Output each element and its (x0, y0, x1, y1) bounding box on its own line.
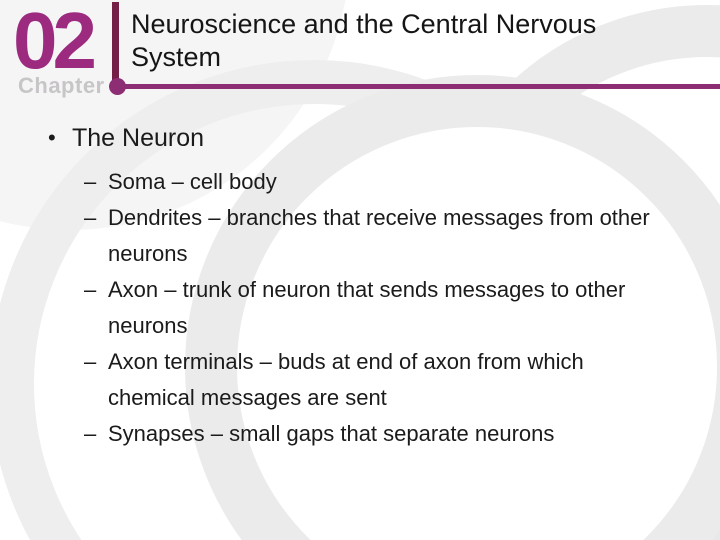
main-bullet-text: The Neuron (72, 124, 205, 152)
dash-icon: – (84, 349, 97, 374)
chapter-number: 02 (13, 0, 97, 85)
list-item: – Axon – trunk of neuron that sends mess… (84, 272, 666, 344)
title-divider-bar (112, 2, 119, 85)
dash-icon: – (84, 421, 97, 446)
bullet-icon: • (48, 125, 56, 150)
list-item: – Axon terminals – buds at end of axon f… (84, 344, 666, 416)
dash-icon: – (84, 277, 97, 302)
sub-bullet-text: Soma – cell body (108, 169, 277, 194)
sub-bullet-text: Synapses – small gaps that separate neur… (108, 421, 555, 446)
list-item: – Synapses – small gaps that separate ne… (84, 416, 666, 452)
dash-icon: – (84, 169, 97, 194)
list-item: – Dendrites – branches that receive mess… (84, 200, 666, 272)
sub-bullet-text: Axon terminals – buds at end of axon fro… (108, 349, 584, 410)
sub-bullet-text: Axon – trunk of neuron that sends messag… (108, 277, 626, 338)
slide-body: • The Neuron – Soma – cell body – Dendri… (0, 118, 720, 452)
slide-title: Neuroscience and the Central Nervous Sys… (131, 9, 597, 72)
sub-bullet-text: Dendrites – branches that receive messag… (108, 205, 650, 266)
list-item: • The Neuron (48, 118, 720, 158)
accent-underline-dot (109, 78, 126, 95)
list-item: – Soma – cell body (84, 164, 666, 200)
accent-underline (117, 84, 720, 89)
dash-icon: – (84, 205, 97, 230)
sub-bullet-list: – Soma – cell body – Dendrites – branche… (84, 164, 666, 452)
chapter-label: Chapter (18, 73, 105, 98)
